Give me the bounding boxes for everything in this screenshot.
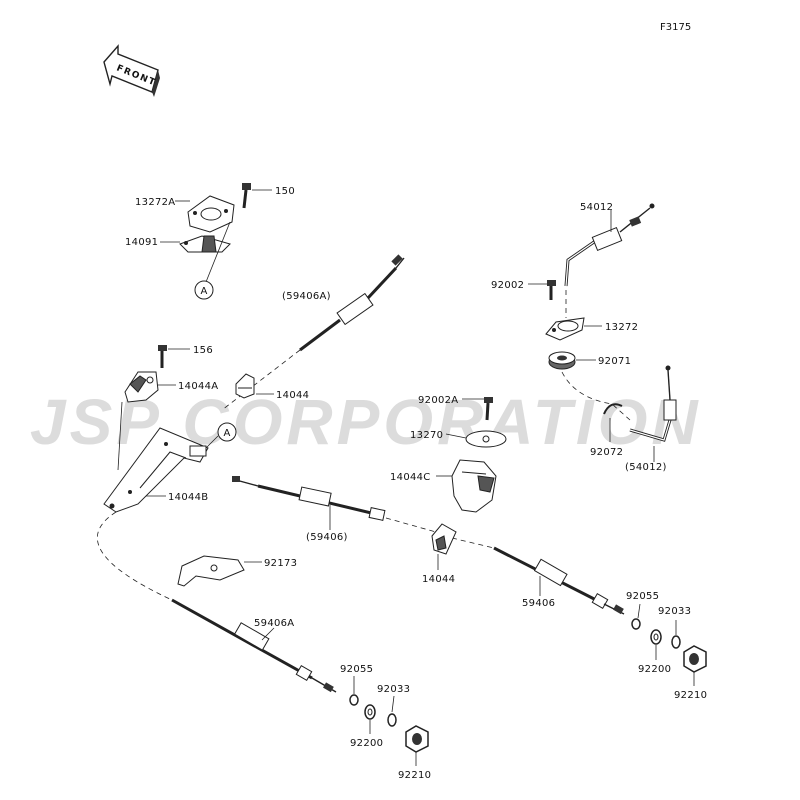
- label-92002a: 92002A: [418, 395, 458, 406]
- label-14044-upper: 14044: [276, 390, 309, 401]
- label-59406-paren: (59406): [306, 532, 348, 543]
- plate-13270: [465, 430, 507, 448]
- label-13270: 13270: [410, 430, 443, 441]
- label-14044a: 14044A: [178, 381, 218, 392]
- figure-id: F3175: [660, 22, 691, 33]
- bolt-92002: [547, 280, 556, 300]
- label-14044-mid: 14044: [422, 574, 455, 585]
- label-156: 156: [193, 345, 213, 356]
- gasket-13272a: [187, 195, 235, 233]
- label-59406-right: 59406: [522, 598, 555, 609]
- label-92210-right: 92210: [674, 690, 707, 701]
- bolt-156: [158, 345, 167, 368]
- plate-13272: [545, 317, 585, 341]
- washer-92200-right: [650, 629, 662, 645]
- label-92033-left: 92033: [377, 684, 410, 695]
- label-92200-left: 92200: [350, 738, 383, 749]
- label-54012: 54012: [580, 202, 613, 213]
- label-92002: 92002: [491, 280, 524, 291]
- svg-text:A: A: [224, 428, 231, 439]
- washer-92200-left: [364, 704, 376, 720]
- label-14044c: 14044C: [390, 472, 431, 483]
- label-92210-left: 92210: [398, 770, 431, 781]
- svg-text:A: A: [201, 286, 208, 297]
- bolt-150: [242, 183, 251, 209]
- front-arrow-icon: FRONT: [103, 44, 160, 97]
- clamp-14044-middle: [431, 523, 457, 555]
- cable-54012-upper: [564, 203, 655, 318]
- oring-92055-right: [631, 618, 641, 630]
- label-92033-right: 92033: [658, 606, 691, 617]
- nut-92210-left: [405, 725, 429, 753]
- label-13272a: 13272A: [135, 197, 175, 208]
- label-92072: 92072: [590, 447, 623, 458]
- cable-59406-middle: [232, 476, 495, 549]
- bracket-92173: [177, 555, 245, 587]
- label-59406a-lower: 59406A: [254, 618, 294, 629]
- reference-marker-a-top: A: [194, 280, 214, 300]
- grommet-92071: [548, 351, 576, 370]
- label-92055-left: 92055: [340, 664, 373, 675]
- clip-92072: [603, 403, 623, 415]
- boot-14091: [179, 235, 231, 253]
- label-92173: 92173: [264, 558, 297, 569]
- lockwasher-92033-left: [387, 713, 397, 727]
- label-92055-right: 92055: [626, 591, 659, 602]
- label-92071: 92071: [598, 356, 631, 367]
- label-54012-paren: (54012): [625, 462, 667, 473]
- bracket-14044b: [103, 427, 209, 513]
- cable-59406-right: [493, 546, 625, 615]
- bracket-14044c: [451, 459, 497, 513]
- label-150: 150: [275, 186, 295, 197]
- nut-92210-right: [683, 645, 707, 673]
- label-14044b: 14044B: [168, 492, 208, 503]
- cable-54012-lower: [629, 365, 677, 442]
- label-59406a-top: (59406A): [282, 291, 331, 302]
- bolt-92002a: [484, 397, 493, 421]
- cable-59406a-lower: [171, 598, 337, 693]
- label-92200-right: 92200: [638, 664, 671, 675]
- label-13272: 13272: [605, 322, 638, 333]
- clamp-14044-upper: [235, 373, 255, 399]
- clamp-14044a: [124, 371, 159, 403]
- label-14091: 14091: [125, 237, 158, 248]
- lockwasher-92033-right: [671, 635, 681, 649]
- oring-92055-left: [349, 694, 359, 706]
- reference-marker-a-bracket: A: [217, 422, 237, 442]
- cable-59406a-upper: [221, 254, 405, 411]
